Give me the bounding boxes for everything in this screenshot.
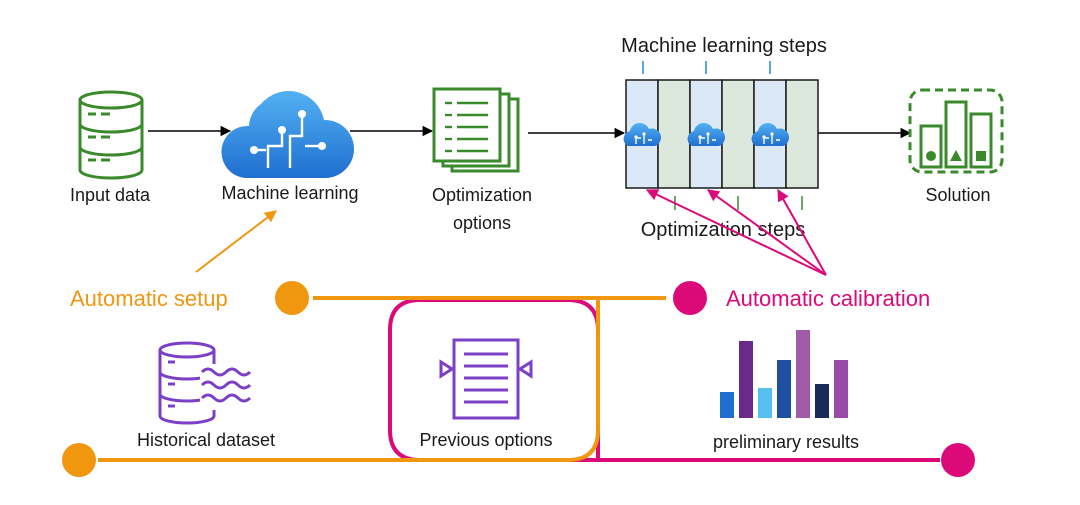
setup-arrow bbox=[195, 210, 277, 273]
document-stack-icon bbox=[432, 87, 520, 173]
automatic-setup-node bbox=[275, 281, 309, 315]
document-arrows-icon bbox=[439, 338, 533, 420]
automatic-setup-label: Automatic setup bbox=[70, 286, 228, 311]
database-waves-icon bbox=[158, 341, 252, 425]
bar-chart-icon bbox=[720, 330, 848, 418]
optimization-steps-label: Optimization steps bbox=[641, 219, 806, 241]
previous-options-label: Previous options bbox=[419, 430, 552, 450]
calibration-arrows bbox=[645, 188, 827, 276]
ml-steps-label: Machine learning steps bbox=[621, 35, 827, 57]
results-end-node bbox=[941, 443, 975, 477]
opt-step-2 bbox=[721, 79, 755, 189]
previous-options-frame bbox=[388, 298, 600, 462]
bar-chart-shapes-icon bbox=[908, 88, 1004, 174]
setup-feedback-line bbox=[98, 300, 600, 462]
steps-pipeline bbox=[625, 79, 819, 189]
automatic-calibration-label: Automatic calibration bbox=[726, 286, 930, 311]
preliminary-results-label: preliminary results bbox=[713, 432, 859, 452]
optimization-options-label-line2: options bbox=[453, 213, 511, 233]
solution-label: Solution bbox=[925, 185, 990, 205]
optimization-options-label-line1: Optimization bbox=[432, 185, 532, 205]
machine-learning-label: Machine learning bbox=[221, 183, 358, 203]
opt-step-3 bbox=[785, 79, 819, 189]
database-icon bbox=[78, 90, 144, 180]
automatic-calibration-node bbox=[673, 281, 707, 315]
cloud-circuit-icon bbox=[221, 91, 355, 178]
history-start-node bbox=[62, 443, 96, 477]
opt-step-1 bbox=[657, 79, 691, 189]
historical-dataset-label: Historical dataset bbox=[137, 430, 275, 450]
input-data-label: Input data bbox=[70, 185, 151, 205]
ml-step-ticks bbox=[642, 61, 771, 74]
